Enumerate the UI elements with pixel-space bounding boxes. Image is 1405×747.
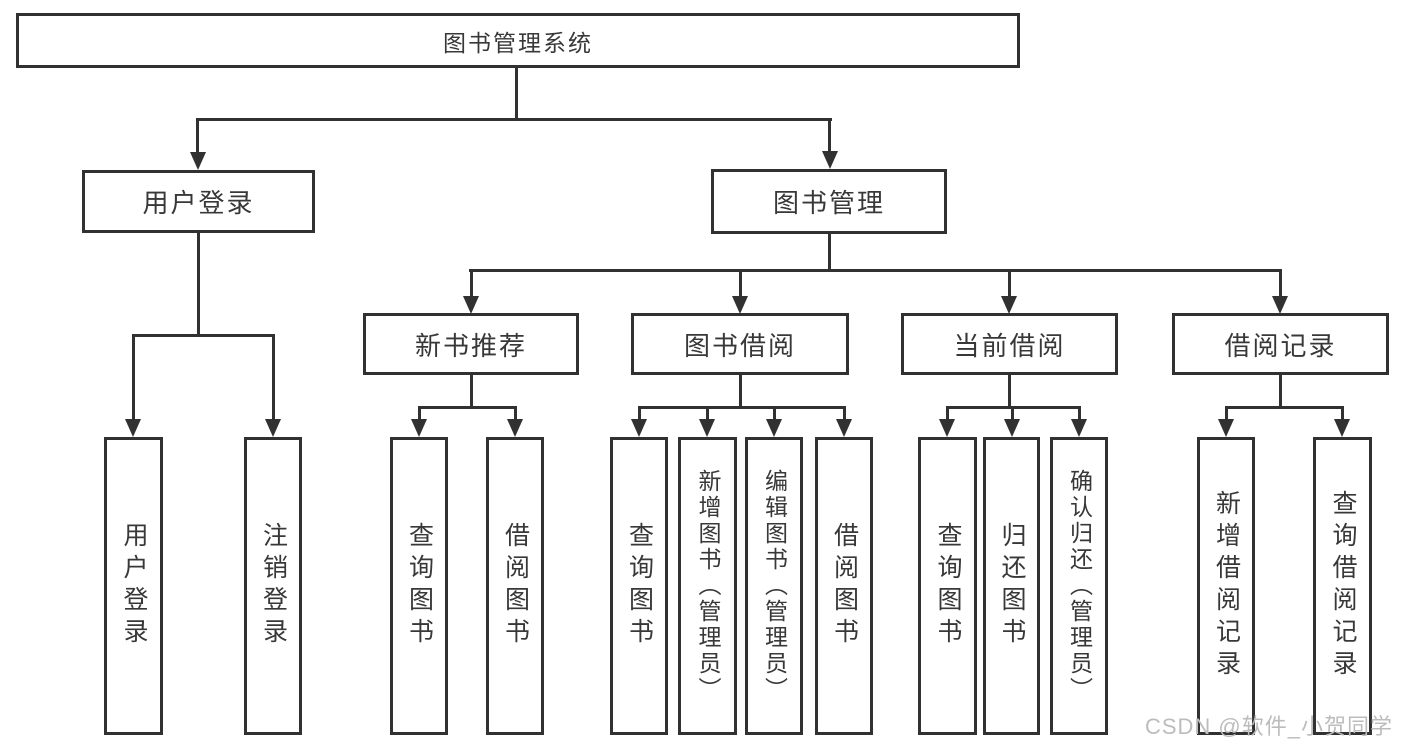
arrow-down-nb-borrow — [507, 419, 523, 437]
connector-book-borrow-rail — [638, 406, 846, 409]
arrow-down-leaf-user-login — [125, 419, 141, 437]
connector-borrow-record-stem — [1279, 375, 1282, 408]
arrow-down-user-login — [190, 152, 206, 170]
leaf-cb-confirm-return-admin: 确认归还（管理员） — [1050, 437, 1108, 735]
connector-drop-leaf-user-login — [132, 334, 135, 421]
connector-current-borrow-stem — [1008, 375, 1011, 408]
node-borrow-record: 借阅记录 — [1172, 313, 1389, 375]
leaf-bb-add-book-admin: 新增图书（管理员） — [678, 437, 737, 735]
connector-root-stem — [515, 68, 518, 120]
connector-drop-cb-return — [1011, 406, 1014, 422]
arrow-down-current-borrow — [1001, 296, 1017, 314]
leaf-cb-query-book: 查询图书 — [918, 437, 977, 735]
leaf-user-login: 用户登录 — [104, 437, 163, 735]
connector-drop-br-query — [1341, 406, 1344, 422]
connector-drop-new-book — [470, 269, 473, 298]
arrow-down-borrow-record — [1272, 296, 1288, 314]
connector-new-book-rail — [418, 406, 517, 409]
leaf-br-query-record: 查询借阅记录 — [1313, 437, 1372, 735]
node-current-borrow: 当前借阅 — [901, 313, 1118, 375]
leaf-bb-query-book: 查询图书 — [610, 437, 668, 735]
arrow-down-bb-borrow — [836, 419, 852, 437]
leaf-bb-borrow-book: 借阅图书 — [815, 437, 873, 735]
node-book-management: 图书管理 — [711, 169, 947, 234]
arrow-down-bb-query — [631, 419, 647, 437]
connector-new-book-stem — [470, 375, 473, 408]
connector-drop-cb-query — [946, 406, 949, 422]
connector-user-login-stem — [197, 233, 200, 336]
csdn-watermark: CSDN @软件_小贺同学 — [1144, 714, 1393, 739]
connector-drop-bb-edit — [773, 406, 776, 422]
node-book-borrow: 图书借阅 — [631, 313, 849, 375]
arrow-down-cb-confirm — [1071, 419, 1087, 437]
connector-drop-borrow-record — [1279, 269, 1282, 298]
arrow-down-br-query — [1334, 419, 1350, 437]
connector-drop-nb-borrow — [514, 406, 517, 422]
leaf-nb-query-book: 查询图书 — [390, 437, 448, 735]
connector-user-login-rail — [132, 334, 275, 337]
arrow-down-book-mgmt — [822, 151, 838, 169]
node-user-login: 用户登录 — [82, 170, 315, 233]
arrow-down-book-borrow — [732, 296, 748, 314]
connector-drop-book-borrow — [739, 269, 742, 298]
arrow-down-cb-return — [1004, 419, 1020, 437]
connector-drop-bb-add — [706, 406, 709, 422]
connector-drop-br-add — [1225, 406, 1228, 422]
connector-borrow-record-rail — [1225, 406, 1344, 409]
leaf-br-add-record: 新增借阅记录 — [1197, 437, 1255, 735]
leaf-logout: 注销登录 — [244, 437, 302, 735]
connector-drop-bb-query — [638, 406, 641, 422]
connector-drop-user-login — [196, 118, 199, 156]
connector-book-mgmt-stem — [828, 234, 831, 271]
arrow-down-cb-query — [939, 419, 955, 437]
leaf-cb-return-book: 归还图书 — [983, 437, 1040, 735]
connector-book-mgmt-rail — [469, 269, 1282, 272]
connector-root-rail — [196, 118, 832, 121]
connector-drop-book-mgmt — [828, 118, 831, 156]
arrow-down-leaf-logout — [265, 419, 281, 437]
arrow-down-bb-add — [699, 419, 715, 437]
connector-drop-bb-borrow — [843, 406, 846, 422]
arrow-down-nb-query — [411, 419, 427, 437]
connector-drop-nb-query — [418, 406, 421, 422]
connector-book-borrow-stem — [739, 375, 742, 408]
connector-drop-current-borrow — [1008, 269, 1011, 298]
arrow-down-new-book — [463, 296, 479, 314]
node-root: 图书管理系统 — [16, 13, 1020, 68]
arrow-down-bb-edit — [766, 419, 782, 437]
leaf-nb-borrow-book: 借阅图书 — [486, 437, 544, 735]
node-new-book-recommend: 新书推荐 — [363, 313, 579, 375]
arrow-down-br-add — [1218, 419, 1234, 437]
connector-drop-leaf-logout — [272, 334, 275, 421]
leaf-bb-edit-book-admin: 编辑图书（管理员） — [745, 437, 803, 735]
connector-drop-cb-confirm — [1078, 406, 1081, 422]
